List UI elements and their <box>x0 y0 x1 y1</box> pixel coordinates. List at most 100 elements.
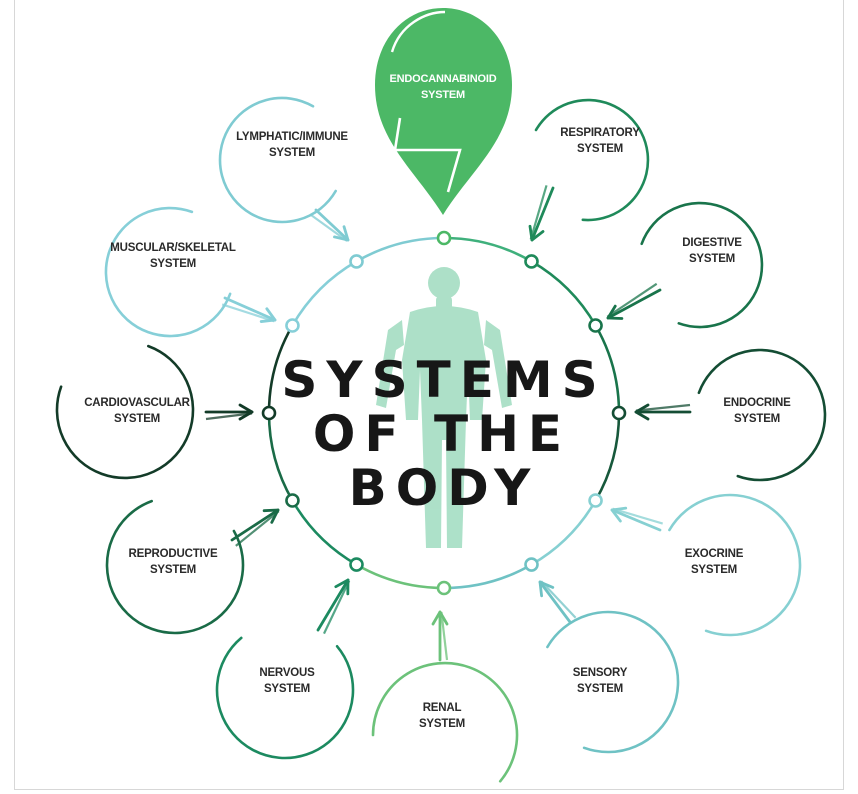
arrow-icon <box>262 508 280 524</box>
ring-node-lymphatic <box>349 254 364 269</box>
respiratory-label-line1: RESPIRATORY <box>560 127 640 139</box>
digestive-arrow-line <box>606 288 662 320</box>
system-reproductive[interactable]: REPRODUCTIVE SYSTEM <box>105 493 300 635</box>
renal-tail-line <box>440 611 449 661</box>
endocannabinoid-label-line1: ENDOCANNABINOID <box>389 73 496 85</box>
respiratory-arrow-line <box>530 186 555 242</box>
system-muscular[interactable]: MUSCULAR/SKELETAL SYSTEM <box>104 206 300 338</box>
nervous-label-line1: NERVOUS <box>259 667 315 679</box>
ring-segment <box>267 324 294 414</box>
arrow-icon <box>610 506 628 523</box>
renal-label-line2: SYSTEM <box>419 718 465 730</box>
ring-node-digestive <box>588 318 603 333</box>
sensory-label-line1: SENSORY <box>573 667 628 679</box>
ring-segment <box>355 563 445 590</box>
respiratory-label-line2: SYSTEM <box>577 143 623 155</box>
ring-segment <box>594 412 621 502</box>
exocrine-loop-arc <box>668 493 802 637</box>
title-line-3: BODY <box>349 459 540 517</box>
muscular-tail-line <box>221 303 275 323</box>
lymphatic-label-line1: LYMPHATIC/IMMUNE <box>236 131 348 143</box>
endocrine-label-line1: ENDOCRINE <box>723 397 791 409</box>
lymphatic-loop-arc <box>218 96 337 224</box>
digestive-label-line1: DIGESTIVE <box>682 237 742 249</box>
human-silhouette-icon <box>376 267 512 548</box>
sensory-arrow-line <box>538 580 572 624</box>
ring-node-cardiovascular <box>261 405 277 421</box>
lymphatic-tail-line <box>310 214 348 242</box>
reproductive-label-line2: SYSTEM <box>150 564 196 576</box>
ring-node-endocannabinoid <box>436 230 452 246</box>
reproductive-label-line1: REPRODUCTIVE <box>129 548 219 560</box>
arrow-icon <box>259 307 277 323</box>
exocrine-tail-line <box>612 507 664 525</box>
arrow-icon <box>333 225 350 242</box>
muscular-label-line1: MUSCULAR/SKELETAL <box>110 242 236 254</box>
system-respiratory[interactable]: RESPIRATORY SYSTEM <box>524 98 650 269</box>
title-line-2: OF THE <box>313 405 571 463</box>
reproductive-arrow-line <box>230 508 280 542</box>
ring-node-respiratory <box>524 254 539 269</box>
ring-segment <box>355 236 445 263</box>
respiratory-tail-line <box>529 185 548 240</box>
ring-segment <box>530 260 597 327</box>
exocrine-arrow-line <box>610 508 662 532</box>
arrow-icon <box>431 610 449 626</box>
pin-inner-hook <box>393 117 462 193</box>
ring-segment <box>291 260 358 327</box>
system-lymphatic[interactable]: LYMPHATIC/IMMUNE SYSTEM <box>218 96 364 269</box>
renal-label-line1: RENAL <box>423 702 462 714</box>
pin-marker-icon <box>375 8 512 215</box>
ring-segment <box>443 236 533 263</box>
sensory-loop-arc <box>546 610 680 754</box>
endocannabinoid-label-line2: SYSTEM <box>421 89 465 101</box>
system-cardiovascular[interactable]: CARDIOVASCULAR SYSTEM <box>55 344 277 480</box>
sensory-label-line2: SYSTEM <box>577 683 623 695</box>
ring-node-exocrine <box>588 493 603 508</box>
ring-node-sensory <box>524 557 539 572</box>
ring-segment <box>267 412 294 502</box>
arrow-icon <box>528 224 545 242</box>
nervous-tail-line <box>323 580 351 635</box>
endocrine-label-line2: SYSTEM <box>734 413 780 425</box>
exocrine-label-line1: EXOCRINE <box>685 548 744 560</box>
cardiovascular-label-line2: SYSTEM <box>114 413 160 425</box>
ring-node-muscular <box>285 318 300 333</box>
digestive-tail-line <box>606 282 658 318</box>
nervous-arrow-line <box>316 578 350 632</box>
lymphatic-arrow-line <box>314 208 350 242</box>
lymphatic-label-line2: SYSTEM <box>269 147 315 159</box>
arrow-icon <box>238 403 254 421</box>
system-nervous[interactable]: NERVOUS SYSTEM <box>215 557 364 760</box>
ring-segment <box>443 563 533 590</box>
ring-segment <box>530 499 597 566</box>
ring-node-endocrine <box>611 405 627 421</box>
system-sensory[interactable]: SENSORY SYSTEM <box>524 557 680 754</box>
systems-layer: RESPIRATORYSYSTEMDIGESTIVESYSTEMENDOCRIN… <box>55 96 827 783</box>
cardiovascular-tail-line <box>205 412 253 421</box>
cardiovascular-loop-arc <box>55 344 195 480</box>
endocrine-tail-line <box>635 403 691 412</box>
central-ring <box>267 236 621 590</box>
system-exocrine[interactable]: EXOCRINE SYSTEM <box>588 493 802 637</box>
arrow-icon <box>634 403 650 421</box>
muscular-arrow-line <box>223 296 277 322</box>
arrow-icon <box>334 578 350 596</box>
cardiovascular-label-line1: CARDIOVASCULAR <box>84 397 190 409</box>
arrow-icon <box>538 580 555 598</box>
exocrine-label-line2: SYSTEM <box>691 564 737 576</box>
diagram-frame <box>14 0 844 790</box>
system-endocrine[interactable]: ENDOCRINE SYSTEM <box>611 348 827 482</box>
ring-segment <box>291 499 358 566</box>
ring-node-nervous <box>349 557 364 572</box>
nervous-label-line2: SYSTEM <box>264 683 310 695</box>
endocannabinoid-pin[interactable]: ENDOCANNABINOID SYSTEM <box>375 8 512 215</box>
system-renal[interactable]: RENAL SYSTEM <box>371 580 519 783</box>
reproductive-loop-arc <box>105 499 245 635</box>
muscular-label-line2: SYSTEM <box>150 258 196 270</box>
arrow-icon <box>606 304 624 320</box>
respiratory-loop-arc <box>534 98 650 222</box>
endocrine-loop-arc <box>697 348 827 482</box>
